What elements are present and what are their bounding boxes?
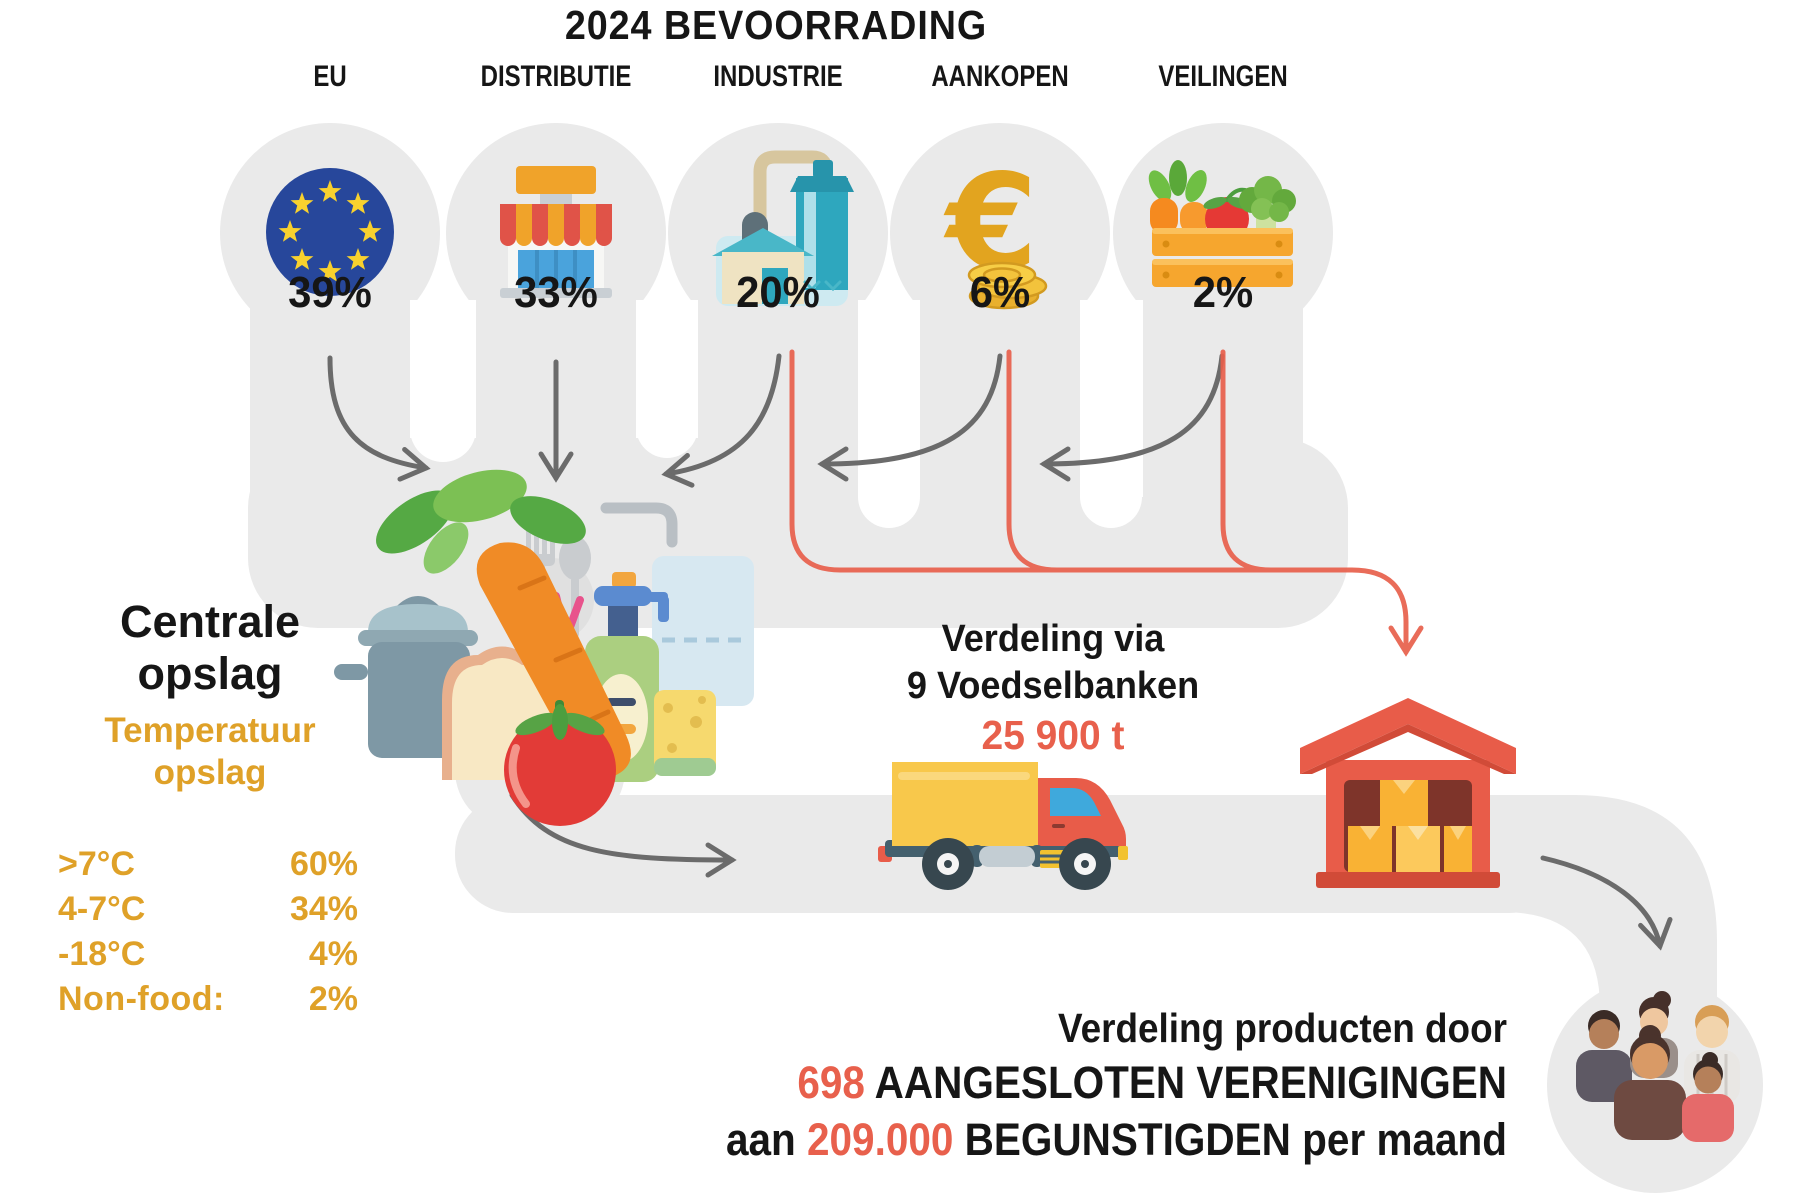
temp-value: 2%	[308, 980, 358, 1018]
arrow-warehouse-to-people	[1540, 855, 1673, 951]
person-center-front	[1614, 1025, 1686, 1140]
flow-arrows	[327, 353, 1673, 951]
source-percent-eu: 39%	[288, 268, 372, 317]
source-label-industrie: INDUSTRIE	[713, 60, 843, 93]
arrow-industrie	[661, 353, 782, 488]
food-banks-line2: 9 Voedselbanken	[906, 665, 1200, 707]
source-percent-distributie: 33%	[514, 268, 598, 317]
food-supplies-collage-icon	[334, 469, 754, 826]
beneficiaries-text: BEGUNSTIGDEN per maand	[953, 1114, 1507, 1165]
red-line-aankopen	[1006, 349, 1060, 573]
red-line-industrie	[789, 349, 1424, 657]
temperature-subtitle-line1: Temperatuur	[104, 711, 316, 751]
eu-flag-icon	[266, 168, 394, 296]
arrow-aankopen	[817, 353, 1003, 482]
arrow-eu	[327, 355, 431, 482]
food-banks-block: Verdeling via 9 Voedselbanken 25 900 t	[843, 616, 1263, 760]
faucet-icon	[600, 502, 678, 548]
appliance-icon	[652, 556, 754, 706]
euro-coins-icon: €	[943, 146, 1048, 310]
central-storage-title-line2: opslag	[137, 648, 283, 700]
direct-delivery-lines	[789, 349, 1424, 657]
factory-icon	[712, 150, 854, 306]
arrow-veilingen	[1039, 353, 1225, 482]
temp-label: Non-food:	[58, 980, 225, 1018]
sponge-icon	[654, 690, 716, 776]
warehouse-boxes	[1348, 780, 1472, 872]
central-storage-block: Centrale opslag Temperatuur opslag	[45, 596, 375, 794]
beneficiaries-count: 209.000	[806, 1114, 954, 1165]
storefront-icon	[500, 166, 612, 298]
delivery-truck-icon	[878, 762, 1128, 890]
source-label-veilingen: VEILINGEN	[1158, 60, 1288, 93]
beneficiaries-line3: aan 209.000 BEGUNSTIGDEN per maand	[421, 1111, 1507, 1168]
beneficiaries-line2: 698 AANGESLOTEN VERENIGINGEN	[421, 1054, 1507, 1111]
temp-label: -18°C	[58, 935, 146, 973]
associations-text: AANGESLOTEN VERENIGINGEN	[864, 1057, 1507, 1108]
food-banks-line1: Verdeling via	[941, 618, 1165, 660]
truck-wheels	[922, 838, 1111, 890]
temperature-row: 4-7°C 34%	[58, 887, 358, 932]
temperature-table: >7°C 60% 4-7°C 34% -18°C 4% Non-food: 2%	[58, 842, 358, 1022]
source-percent-industrie: 20%	[736, 268, 820, 317]
flow-gap-notches	[410, 300, 1143, 528]
source-percent-veilingen: 2%	[1192, 268, 1254, 317]
temp-value: 34%	[289, 890, 358, 928]
warehouse-boxes-icon	[1300, 698, 1516, 888]
source-label-distributie: DISTRIBUTIE	[480, 60, 632, 93]
associations-count: 698	[797, 1057, 865, 1108]
temp-value: 60%	[289, 845, 358, 883]
beneficiaries-prefix: aan	[725, 1114, 807, 1165]
temperature-row-nonfood: Non-food: 2%	[58, 977, 358, 1022]
page-title: 2024 BEVOORRADING	[564, 2, 988, 48]
temp-value: 4%	[308, 935, 358, 973]
temp-label: >7°C	[58, 845, 135, 883]
red-line-veilingen	[1220, 349, 1343, 573]
food-banks-tonnage: 25 900 t	[981, 712, 1125, 758]
person-back-left	[1576, 1010, 1632, 1102]
temperature-row: -18°C 4%	[58, 932, 358, 977]
central-storage-title-line1: Centrale	[119, 596, 301, 647]
beneficiaries-line1: Verdeling producten door	[1058, 1005, 1507, 1051]
temperature-subtitle-line2: opslag	[153, 753, 267, 793]
source-label-aankopen: AANKOPEN	[931, 60, 1069, 93]
source-label-eu: EU	[313, 60, 347, 93]
crate-carrot	[1148, 160, 1208, 234]
temperature-row: >7°C 60%	[58, 842, 358, 887]
person-front-right	[1682, 1052, 1734, 1142]
people-group-icon	[1576, 991, 1740, 1142]
beneficiaries-block: Verdeling producten door 698 AANGESLOTEN…	[421, 1002, 1507, 1168]
tomato-icon	[504, 700, 616, 826]
crate-planks	[1152, 228, 1293, 287]
temp-label: 4-7°C	[58, 890, 146, 928]
cooking-pot-icon	[334, 596, 478, 758]
vegetable-crate-icon	[1148, 160, 1296, 287]
source-percent-aankopen: 6%	[969, 268, 1031, 317]
